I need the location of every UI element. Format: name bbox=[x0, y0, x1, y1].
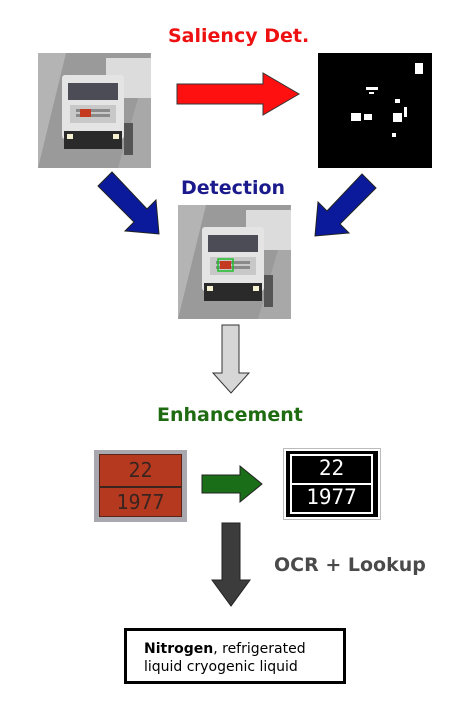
arrow-down-left-blue bbox=[314, 173, 377, 237]
result-description: , refrigerated liquid cryogenic liquid bbox=[144, 641, 306, 675]
arrow-right-red bbox=[176, 72, 300, 116]
input-truck-photo bbox=[38, 53, 151, 168]
arrow-down-right-blue bbox=[97, 171, 160, 235]
arrow-down-gray bbox=[211, 324, 251, 394]
arrow-right-green bbox=[201, 464, 263, 504]
plate-binarized-bottom-number: 1977 bbox=[306, 485, 357, 509]
detection-truck-photo bbox=[178, 205, 291, 319]
plate-photo-bottom-number: 1977 bbox=[116, 490, 165, 514]
arrow-down-dark-gray bbox=[211, 522, 251, 607]
ocr-lookup-label: OCR + Lookup bbox=[274, 554, 426, 576]
detection-label: Detection bbox=[181, 177, 286, 199]
plate-binarized: 22 1977 bbox=[283, 448, 381, 520]
enhancement-label: Enhancement bbox=[157, 404, 303, 426]
result-substance: Nitrogen bbox=[144, 641, 214, 657]
saliency-label: Saliency Det. bbox=[168, 25, 310, 47]
plate-photo-top-number: 22 bbox=[128, 458, 153, 482]
plate-binarized-top-number: 22 bbox=[318, 456, 345, 480]
saliency-map bbox=[318, 53, 432, 168]
plate-photo: 22 1977 bbox=[94, 450, 187, 522]
result-box: Nitrogen, refrigerated liquid cryogenic … bbox=[124, 628, 346, 684]
